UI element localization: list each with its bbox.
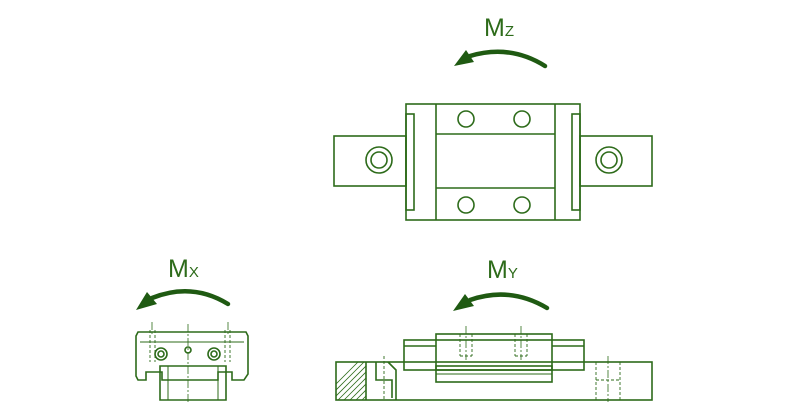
my-rotation-arrow bbox=[453, 292, 550, 311]
mx-label: MX bbox=[168, 257, 199, 285]
mx-label-main: M bbox=[168, 255, 189, 283]
mx-label-sub: X bbox=[188, 264, 199, 281]
mx-rotation-arrow bbox=[136, 289, 231, 310]
my-label-sub: Y bbox=[507, 265, 518, 282]
mz-label-sub: Z bbox=[504, 23, 514, 40]
top-view-carriage bbox=[333, 103, 653, 221]
my-label-main: M bbox=[487, 256, 508, 284]
mz-label-main: M bbox=[484, 14, 505, 42]
side-view-carriage bbox=[335, 326, 653, 402]
front-view-carriage bbox=[135, 322, 249, 402]
mz-label: MZ bbox=[484, 16, 514, 44]
my-label: MY bbox=[487, 258, 518, 286]
mz-rotation-arrow bbox=[454, 49, 548, 69]
